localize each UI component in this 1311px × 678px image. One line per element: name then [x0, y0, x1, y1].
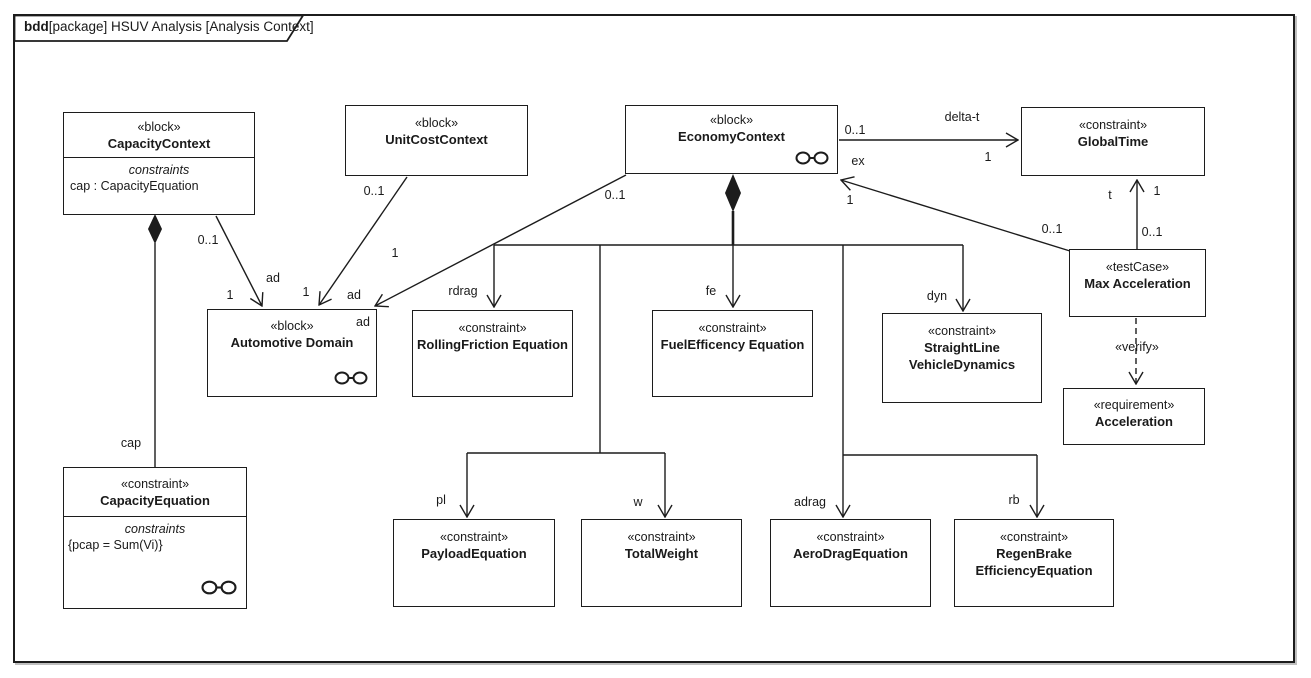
constraint-name: TotalWeight: [624, 546, 699, 561]
node-unit-cost-context[interactable]: «block» UnitCostContext: [345, 105, 528, 176]
constraint-property: cap : CapacityEquation: [70, 178, 199, 193]
frame-title-text: [package] HSUV Analysis [Analysis Contex…: [48, 19, 314, 34]
constraint-name: CapacityEquation: [100, 493, 210, 508]
node-max-acceleration[interactable]: «testCase» Max Acceleration: [1069, 249, 1206, 317]
constraint-name: FuelEfficency Equation: [660, 337, 805, 352]
stereotype-label: «constraint»: [698, 321, 767, 335]
block-name: EconomyContext: [678, 129, 785, 144]
multiplicity-label: 0..1: [1041, 222, 1063, 236]
node-capacity-context[interactable]: «block» CapacityContext constraints cap …: [63, 112, 255, 215]
constraints-compartment-label: constraints: [128, 162, 190, 177]
edge-ex[interactable]: [841, 180, 1071, 252]
testcase-name: Max Acceleration: [1084, 276, 1191, 291]
constraint-expression: {pcap = Sum(Vi)}: [68, 537, 163, 552]
constraint-name: RegenBrake EfficiencyEquation: [975, 546, 1093, 578]
verify-stereotype-label: «verify»: [1115, 340, 1159, 354]
node-automotive-domain[interactable]: «block» Automotive Domain: [207, 309, 377, 397]
multiplicity-label: 1: [226, 288, 234, 302]
node-global-time[interactable]: «constraint» GlobalTime: [1021, 107, 1205, 176]
node-capacity-equation[interactable]: «constraint» CapacityEquation constraint…: [63, 467, 247, 609]
stereotype-label: «constraint»: [120, 477, 190, 491]
node-total-weight[interactable]: «constraint» TotalWeight: [581, 519, 742, 607]
block-name: CapacityContext: [107, 136, 211, 151]
role-label-ad: ad: [347, 288, 361, 302]
stereotype-label: «block»: [270, 319, 314, 333]
role-label-pl: pl: [436, 493, 446, 507]
stereotype-label: «constraint»: [458, 321, 527, 335]
role-label-delta-t: delta-t: [944, 110, 980, 124]
node-regen-brake-efficiency-equation[interactable]: «constraint» RegenBrake EfficiencyEquati…: [954, 519, 1114, 607]
stereotype-label: «constraint»: [927, 324, 997, 338]
role-label-w: w: [633, 495, 643, 509]
multiplicity-label: 0..1: [363, 184, 385, 198]
linked-circles-icon: [334, 370, 368, 386]
block-name: Automotive Domain: [230, 335, 354, 350]
stereotype-label: «constraint»: [816, 530, 885, 544]
stereotype-label: «testCase»: [1105, 260, 1170, 274]
node-acceleration[interactable]: «requirement» Acceleration: [1063, 388, 1205, 445]
multiplicity-label: 0..1: [604, 188, 626, 202]
role-label-dyn: dyn: [926, 289, 948, 303]
stereotype-label: «block»: [137, 120, 181, 134]
multiplicity-label: 1: [391, 246, 399, 260]
role-label-fe: fe: [705, 284, 717, 298]
linked-circles-icon: [795, 150, 829, 166]
stereotype-label: «constraint»: [439, 530, 509, 544]
stereotype-label: «block»: [709, 113, 754, 127]
stereotype-label: «constraint»: [1078, 118, 1148, 132]
multiplicity-label: 1: [1153, 184, 1161, 198]
stereotype-label: «block»: [414, 116, 459, 130]
node-fuel-efficency-equation[interactable]: «constraint» FuelEfficency Equation: [652, 310, 813, 397]
multiplicity-label: 0..1: [197, 233, 219, 247]
role-label-ad: ad: [356, 315, 370, 329]
node-payload-equation[interactable]: «constraint» PayloadEquation: [393, 519, 555, 607]
stereotype-label: «requirement»: [1093, 398, 1175, 412]
composition-diamond-economy: [725, 174, 741, 212]
frame-keyword: bdd: [24, 19, 49, 34]
multiplicity-label: 1: [846, 193, 854, 207]
role-label-cap: cap: [120, 436, 142, 450]
role-label-t: t: [1108, 188, 1112, 202]
edge-economycontext-automotivedomain[interactable]: [375, 174, 627, 306]
multiplicity-label: 0..1: [844, 123, 866, 137]
linked-circles-icon: [200, 579, 238, 596]
role-label-ad: ad: [266, 271, 280, 285]
multiplicity-label: 1: [984, 150, 992, 164]
multiplicity-label: 1: [302, 285, 310, 299]
node-header: «constraint» CapacityEquation: [64, 468, 246, 517]
role-label-rb: rb: [1008, 493, 1020, 507]
node-header: «block» CapacityContext: [64, 113, 254, 158]
frame-title: bdd[package] HSUV Analysis [Analysis Con…: [24, 19, 314, 34]
node-rolling-friction-equation[interactable]: «constraint» RollingFriction Equation: [412, 310, 573, 397]
constraint-name: RollingFriction Equation: [417, 337, 568, 352]
composition-diamond-capacity: [148, 214, 162, 244]
role-label-ex: ex: [851, 154, 865, 168]
constraint-name: GlobalTime: [1077, 134, 1149, 149]
role-label-adrag: adrag: [794, 495, 826, 509]
constraint-name: AeroDragEquation: [793, 546, 908, 561]
edge-unitcostcontext-automotivedomain[interactable]: [319, 176, 408, 305]
requirement-name: Acceleration: [1094, 414, 1174, 429]
stereotype-label: «constraint»: [627, 530, 696, 544]
stereotype-label: «constraint»: [999, 530, 1069, 544]
node-straightline-vehicle-dynamics[interactable]: «constraint» StraightLine VehicleDynamic…: [882, 313, 1042, 403]
node-economy-context[interactable]: «block» EconomyContext: [625, 105, 838, 174]
constraint-name: StraightLine VehicleDynamics: [908, 340, 1016, 372]
constraint-name: PayloadEquation: [421, 546, 527, 561]
frame-title-tab: [13, 14, 305, 42]
constraints-compartment-label: constraints: [124, 521, 186, 536]
multiplicity-label: 0..1: [1141, 225, 1163, 239]
block-name: UnitCostContext: [385, 132, 488, 147]
edge-capacitycontext-automotivedomain[interactable]: [215, 215, 262, 306]
role-label-rdrag: rdrag: [448, 284, 478, 298]
node-aero-drag-equation[interactable]: «constraint» AeroDragEquation: [770, 519, 931, 607]
